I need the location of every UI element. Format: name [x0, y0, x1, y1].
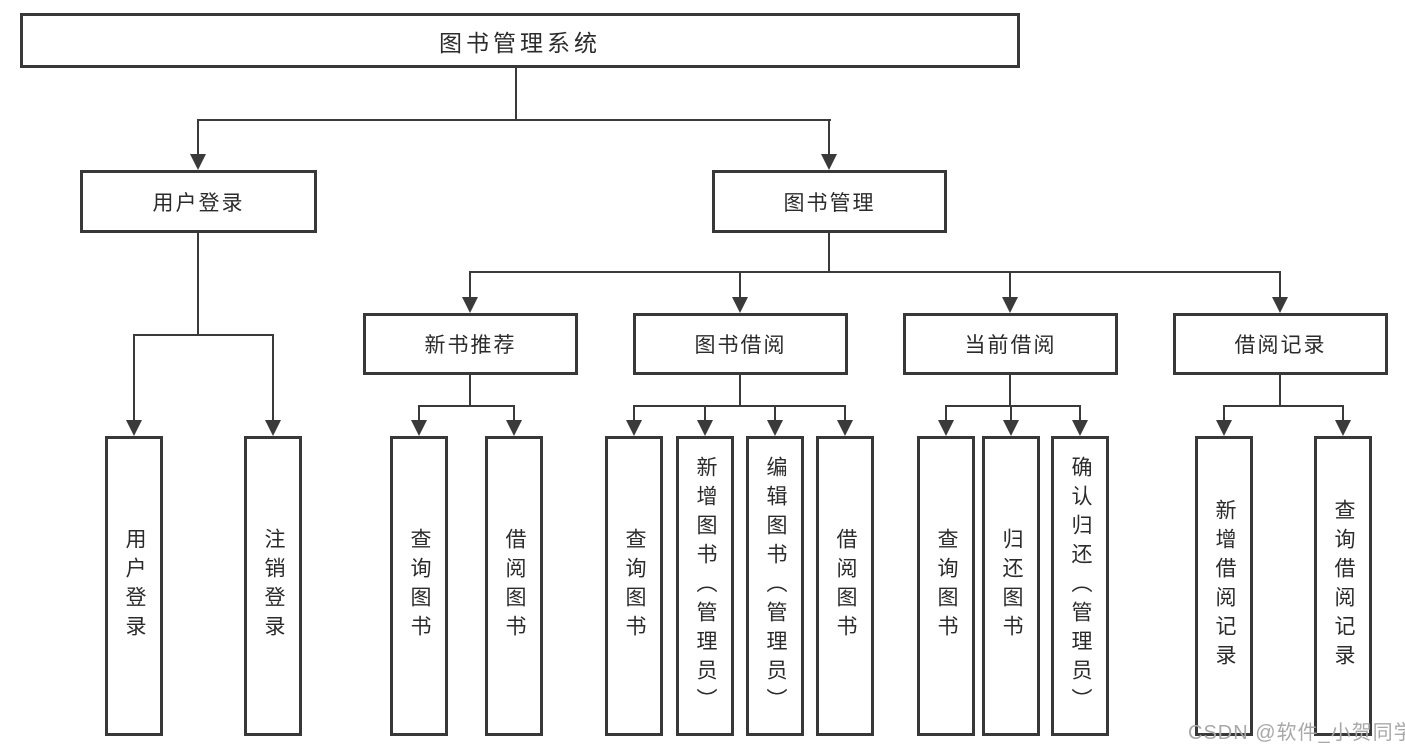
arrowhead-down-icon: [626, 420, 642, 436]
connector-line: [197, 119, 831, 121]
leaf-add-borrow-record: 新增借阅记录: [1195, 436, 1253, 736]
leaf-query-books-current: 查询图书: [917, 436, 975, 736]
arrowhead-down-icon: [1072, 420, 1088, 436]
arrowhead-down-icon: [1003, 420, 1019, 436]
connector-line: [1279, 375, 1281, 405]
connector-line: [1223, 405, 1225, 421]
connector-line: [133, 334, 135, 421]
connector-line: [1010, 405, 1012, 421]
connector-line: [774, 405, 776, 421]
arrowhead-down-icon: [462, 297, 478, 313]
connector-line: [945, 405, 1081, 407]
arrowhead-down-icon: [1002, 297, 1018, 313]
arrowhead-down-icon: [411, 420, 427, 436]
connector-line: [418, 405, 420, 421]
connector-line: [418, 405, 515, 407]
node-library-management-system: 图书管理系统: [20, 13, 1020, 68]
node-user-login: 用户登录: [80, 170, 317, 233]
csdn-watermark: CSDN @软件_小贺同学: [1188, 722, 1405, 744]
arrowhead-down-icon: [732, 297, 748, 313]
node-book-management: 图书管理: [712, 170, 947, 233]
connector-line: [1342, 405, 1344, 421]
arrowhead-down-icon: [1216, 420, 1232, 436]
arrowhead-down-icon: [837, 420, 853, 436]
leaf-add-books-admin: 新增图书（管理员）: [676, 436, 734, 736]
connector-line: [828, 233, 830, 273]
connector-line: [197, 233, 199, 334]
leaf-query-books-rec: 查询图书: [390, 436, 448, 736]
leaf-borrow-books: 借阅图书: [816, 436, 874, 736]
arrowhead-down-icon: [821, 154, 837, 170]
connector-line: [633, 405, 635, 421]
connector-line: [272, 334, 274, 421]
leaf-return-books: 归还图书: [982, 436, 1040, 736]
arrowhead-down-icon: [126, 420, 142, 436]
leaf-confirm-return-admin: 确认归还（管理员）: [1051, 436, 1109, 736]
arrowhead-down-icon: [265, 420, 281, 436]
connector-line: [513, 405, 515, 421]
arrowhead-down-icon: [1272, 297, 1288, 313]
connector-line: [133, 334, 274, 336]
arrowhead-down-icon: [938, 420, 954, 436]
leaf-borrow-books-rec: 借阅图书: [485, 436, 543, 736]
connector-line: [469, 271, 1281, 273]
connector-line: [844, 405, 846, 421]
node-book-borrowing: 图书借阅: [633, 313, 848, 375]
leaf-logout: 注销登录: [244, 436, 302, 736]
connector-line: [704, 405, 706, 421]
leaf-query-books-borrow: 查询图书: [605, 436, 663, 736]
connector-line: [739, 271, 741, 298]
arrowhead-down-icon: [697, 420, 713, 436]
leaf-edit-books-admin: 编辑图书（管理员）: [746, 436, 804, 736]
connector-line: [1009, 271, 1011, 298]
connector-line: [1009, 375, 1011, 405]
connector-line: [828, 119, 830, 155]
arrowhead-down-icon: [190, 154, 206, 170]
connector-line: [515, 68, 517, 119]
node-borrowing-records: 借阅记录: [1173, 313, 1388, 375]
connector-line: [739, 375, 741, 405]
connector-line: [945, 405, 947, 421]
connector-line: [633, 405, 846, 407]
connector-line: [197, 119, 199, 155]
arrowhead-down-icon: [506, 420, 522, 436]
connector-line: [469, 375, 471, 405]
connector-line: [469, 271, 471, 298]
leaf-user-login: 用户登录: [105, 436, 163, 736]
arrowhead-down-icon: [767, 420, 783, 436]
leaf-query-borrow-record: 查询借阅记录: [1314, 436, 1372, 736]
node-new-book-recommendation: 新书推荐: [363, 313, 578, 375]
connector-line: [1223, 405, 1344, 407]
connector-line: [1279, 271, 1281, 298]
node-current-borrowing: 当前借阅: [903, 313, 1118, 375]
connector-line: [1079, 405, 1081, 421]
arrowhead-down-icon: [1335, 420, 1351, 436]
